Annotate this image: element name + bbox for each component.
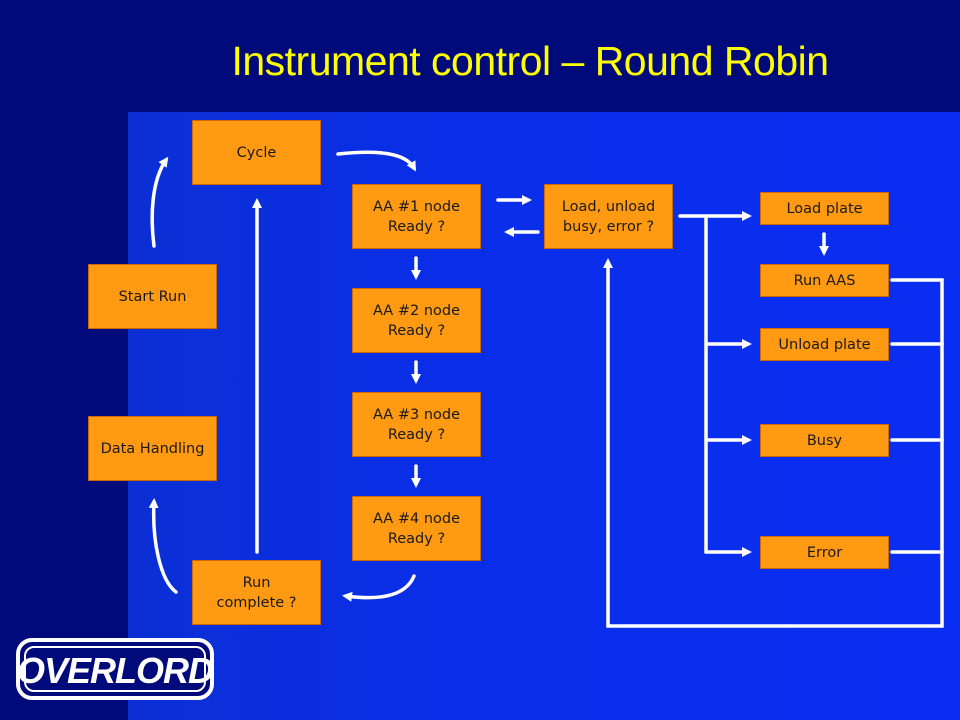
error-box: Error xyxy=(760,536,889,569)
aa3-label-line1: AA #3 node xyxy=(372,406,461,423)
aa2-label-line2: Ready ? xyxy=(387,322,446,339)
aa2-label-line1: AA #2 node xyxy=(372,302,461,319)
aa4-label-line2: Ready ? xyxy=(387,530,446,547)
start-run-label: Start Run xyxy=(118,288,187,305)
logo-text: OVERLORD xyxy=(17,650,213,691)
run-complete-label-line1: Run xyxy=(242,574,271,591)
cycle-label: Cycle xyxy=(236,144,277,161)
run-aas-label: Run AAS xyxy=(793,272,856,289)
data-handling-label: Data Handling xyxy=(100,440,205,457)
unload-plate-label: Unload plate xyxy=(778,336,871,353)
aa4-label-line1: AA #4 node xyxy=(372,510,461,527)
overlord-logo: OVERLORD xyxy=(16,638,214,700)
busy-box: Busy xyxy=(760,424,889,457)
busy-label: Busy xyxy=(806,432,843,449)
load-plate-box: Load plate xyxy=(760,192,889,225)
aa3-label-line2: Ready ? xyxy=(387,426,446,443)
load-unload-box: Load, unload busy, error ? xyxy=(544,184,673,249)
data-handling-box: Data Handling xyxy=(88,416,217,481)
start-run-box: Start Run xyxy=(88,264,217,329)
error-label: Error xyxy=(806,544,843,561)
run-complete-label-line2: complete ? xyxy=(216,594,297,611)
unload-plate-box: Unload plate xyxy=(760,328,889,361)
aa1-label-line1: AA #1 node xyxy=(372,198,461,215)
page-title: Instrument control – Round Robin xyxy=(231,38,829,84)
run-aas-box: Run AAS xyxy=(760,264,889,297)
load-unload-label-line2: busy, error ? xyxy=(562,218,655,235)
load-unload-label-line1: Load, unload xyxy=(561,198,656,215)
aa1-label-line2: Ready ? xyxy=(387,218,446,235)
run-complete-box: Run complete ? xyxy=(192,560,321,625)
cycle-box: Cycle xyxy=(192,120,321,185)
load-plate-label: Load plate xyxy=(786,200,863,217)
